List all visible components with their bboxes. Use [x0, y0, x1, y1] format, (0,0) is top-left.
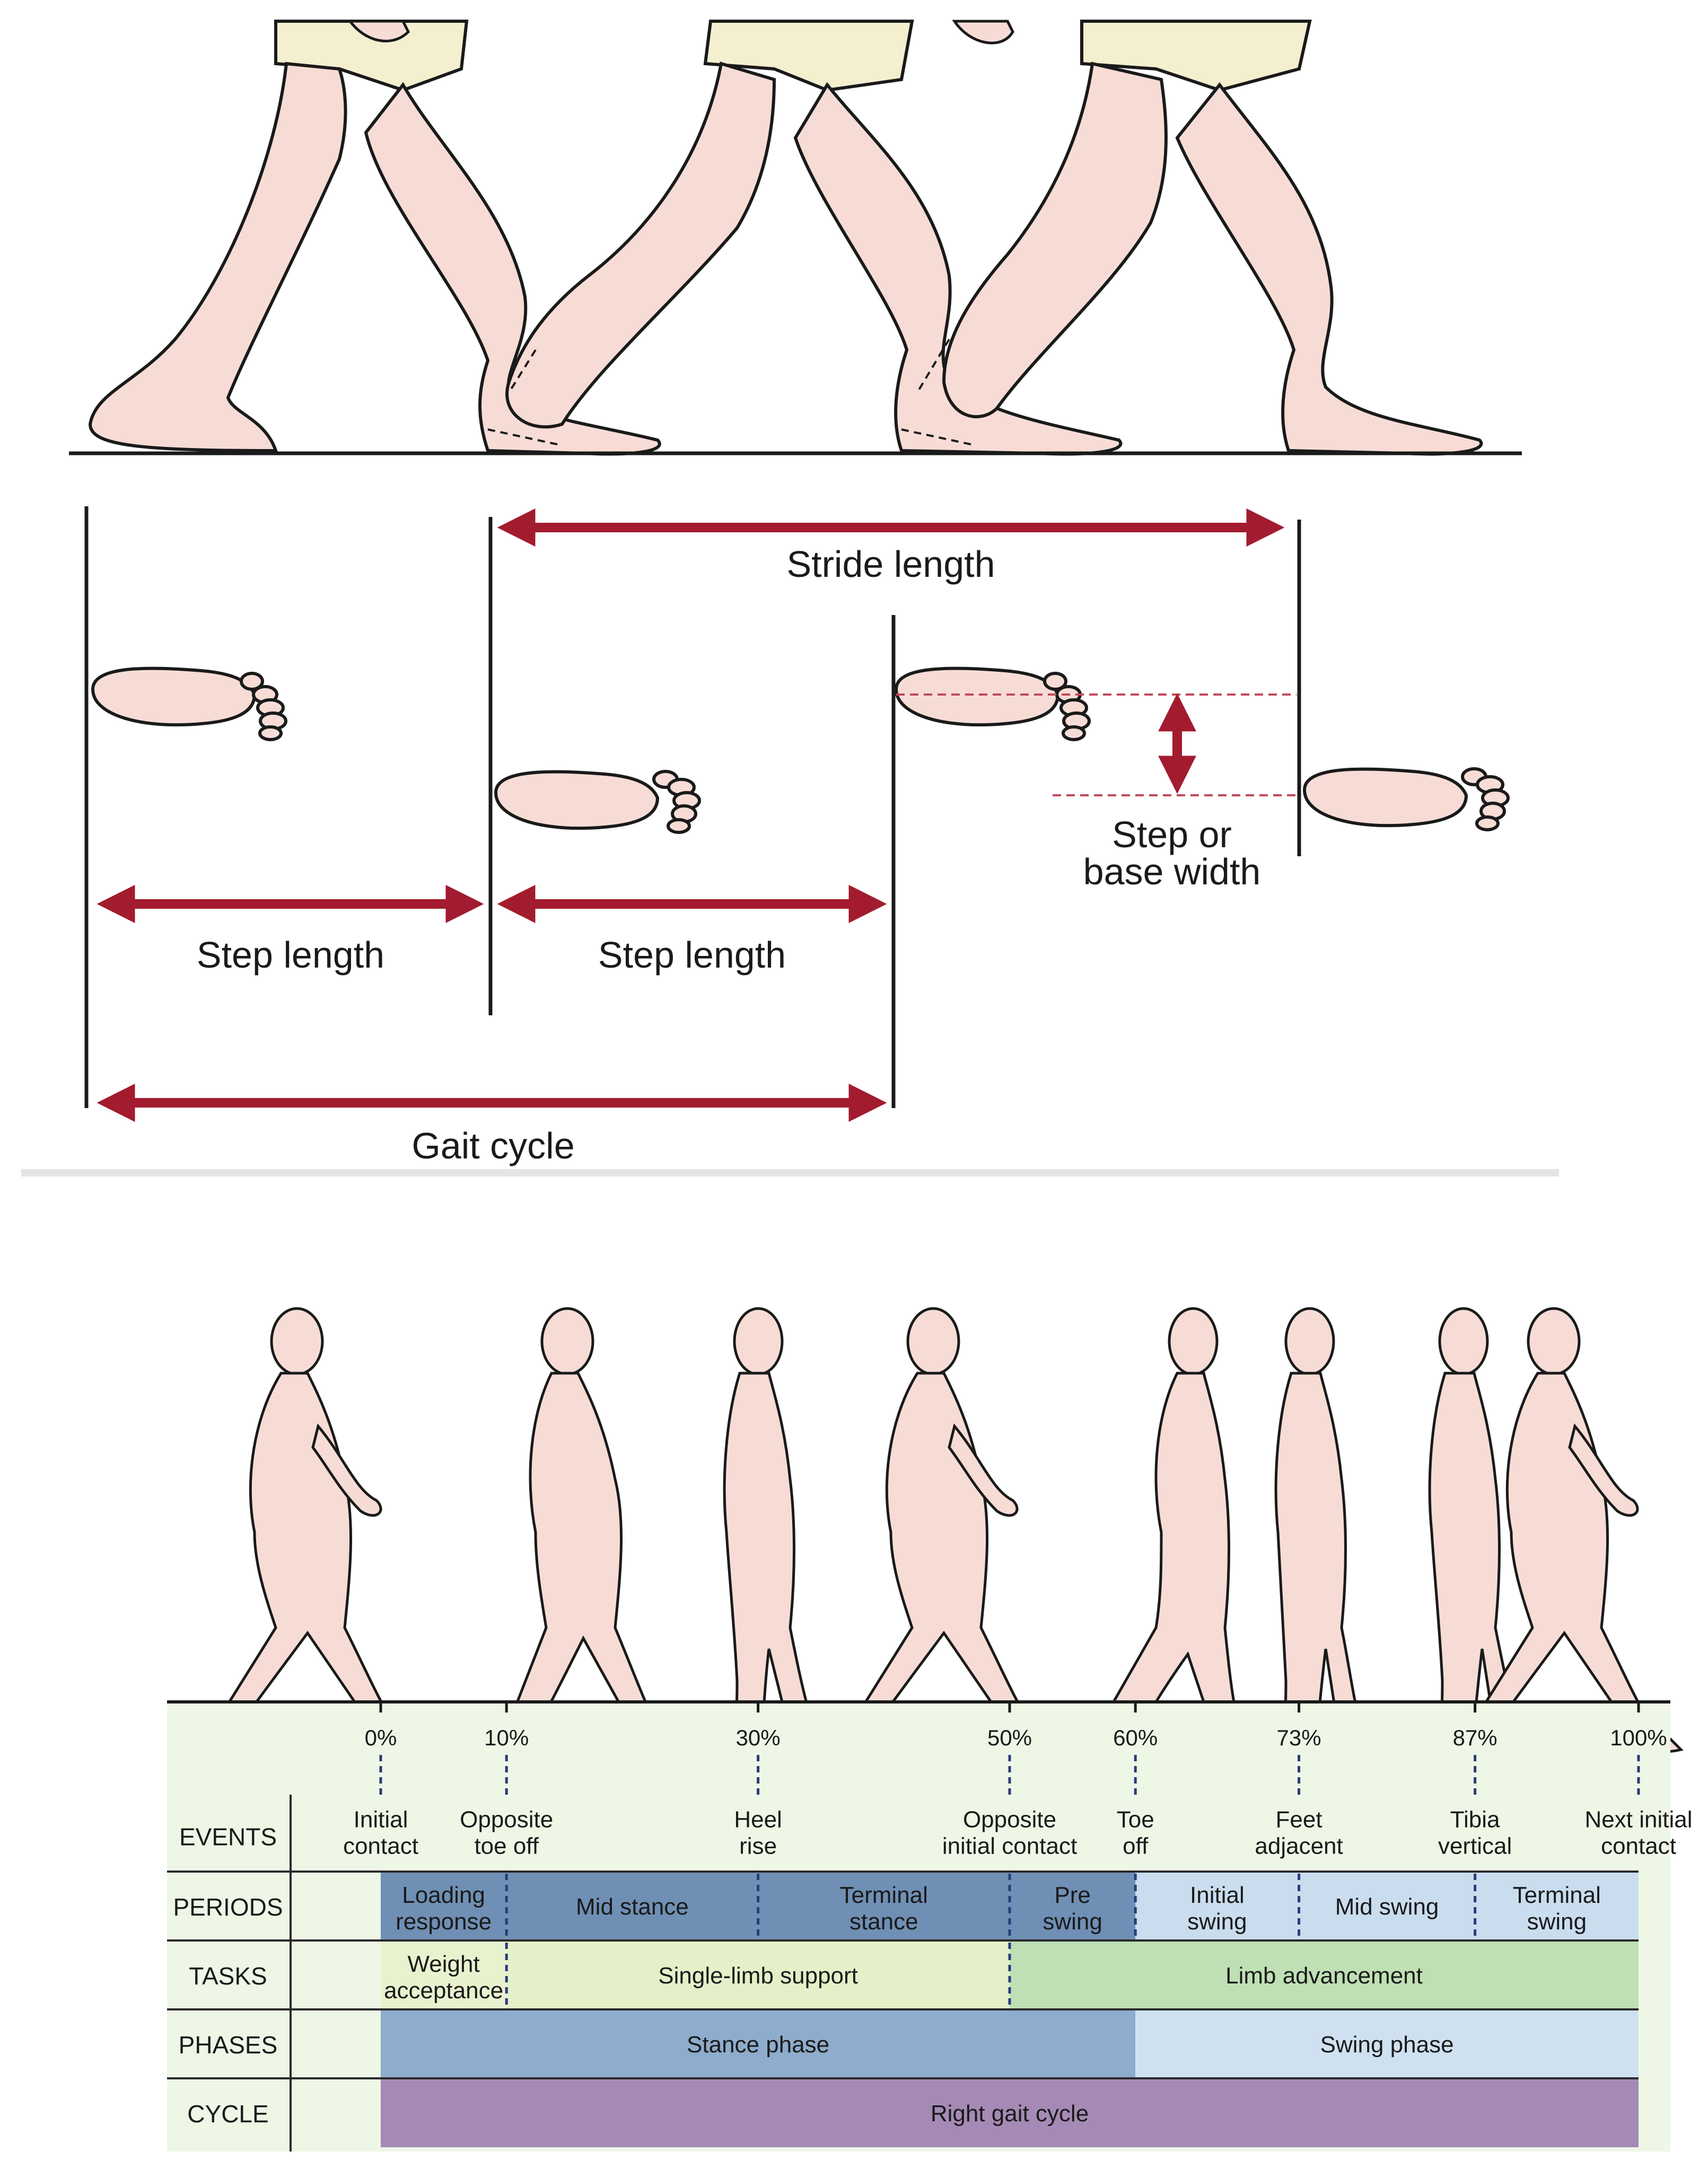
- task-label: Limb advancement: [1225, 1963, 1423, 1989]
- row-label-cycle: CYCLE: [187, 2100, 268, 2128]
- percent-label: 100%: [1610, 1725, 1667, 1750]
- period-label-line2: swing: [1527, 1909, 1587, 1935]
- swing-phase-cell: [1135, 2009, 1639, 2078]
- period-label-line2: swing: [1043, 1909, 1102, 1935]
- period-cell: [758, 1872, 1010, 1940]
- period-cell: [1475, 1872, 1639, 1940]
- event-label-line1: Opposite: [963, 1807, 1056, 1833]
- step-width-label-line2: base width: [1083, 851, 1261, 892]
- footprint-1: [91, 666, 287, 741]
- figure-toe-off: [1099, 1307, 1259, 1762]
- step-length-label-1: Step length: [197, 934, 384, 976]
- event-label-line1: Tibia: [1450, 1807, 1500, 1833]
- period-cell: [1010, 1872, 1136, 1940]
- period-label-line1: Loading: [402, 1882, 485, 1908]
- gait-cycle-row-label: Right gait cycle: [931, 2101, 1089, 2127]
- gait-cycle-cell: [381, 2078, 1639, 2147]
- period-label: Mid swing: [1335, 1894, 1439, 1920]
- panel-separator: [21, 1169, 1559, 1176]
- figure-next-initial-contact: [1450, 1307, 1684, 1757]
- dashed-guide-1: [487, 349, 563, 446]
- event-label-line2: rise: [739, 1833, 777, 1859]
- event-label-line2: vertical: [1438, 1833, 1512, 1859]
- event-label-line1: Next initial: [1585, 1807, 1693, 1833]
- leg-2-front: [793, 82, 1123, 456]
- row-label-periods: PERIODS: [173, 1893, 283, 1921]
- period-label-line2: swing: [1187, 1909, 1247, 1935]
- task-label-line2: acceptance: [384, 1978, 503, 2004]
- row-label-tasks: TASKS: [189, 1962, 267, 1990]
- figure-heel-rise: [723, 1307, 835, 1762]
- stance-phase-cell: [381, 2009, 1136, 2078]
- vertical-markers: [84, 506, 1301, 1108]
- walking-figures: [193, 1307, 1684, 1762]
- event-label-line2: contact: [343, 1833, 418, 1859]
- footprint-4: [1302, 767, 1510, 831]
- period-label-line1: Initial: [1190, 1882, 1245, 1908]
- task-label-line1: Weight: [408, 1951, 480, 1977]
- event-label-line1: Opposite: [460, 1807, 553, 1833]
- task-cell: [1010, 1940, 1639, 2009]
- period-cell: [1135, 1872, 1299, 1940]
- event-label-line1: Toe: [1117, 1807, 1154, 1833]
- row-label-phases: PHASES: [179, 2031, 278, 2059]
- event-label-line2: toe off: [474, 1833, 539, 1859]
- leg-1-front: [364, 82, 661, 456]
- period-label-line1: Pre: [1054, 1882, 1090, 1908]
- event-label-line2: initial contact: [942, 1833, 1077, 1859]
- stride-length-label: Stride length: [786, 543, 995, 585]
- percent-label: 60%: [1113, 1725, 1158, 1750]
- percent-label: 73%: [1277, 1725, 1321, 1750]
- period-label-line1: Terminal: [1513, 1882, 1601, 1908]
- event-label-line2: adjacent: [1255, 1833, 1343, 1859]
- percent-label: 0%: [365, 1725, 397, 1750]
- stance-phase-label: Stance phase: [687, 2032, 829, 2058]
- gait-phase-table: 0% 10% 30% 50% 60% 73% 87% 100% EVENTS PERIODS TAS…: [167, 1700, 1693, 2152]
- figure-initial-contact: [193, 1307, 427, 1757]
- figure-opposite-initial-contact: [829, 1307, 1063, 1757]
- leg-3-front: [1175, 82, 1483, 456]
- percent-label: 30%: [736, 1725, 781, 1750]
- period-cell: [1299, 1872, 1475, 1940]
- task-label: Single-limb support: [658, 1963, 858, 1989]
- gait-cycle-label: Gait cycle: [411, 1125, 574, 1166]
- event-label-line1: Feet: [1276, 1807, 1322, 1833]
- event-label-line2: contact: [1601, 1833, 1676, 1859]
- leg-1-back: [88, 62, 347, 453]
- percent-label: 10%: [484, 1725, 529, 1750]
- legs-illustration: [88, 20, 1483, 456]
- figure-tibia-vertical: [1428, 1307, 1540, 1762]
- period-cell: [381, 1872, 507, 1940]
- footprint-3: [894, 666, 1091, 741]
- period-label-line2: stance: [849, 1909, 918, 1935]
- footprint-2: [494, 770, 701, 834]
- event-label-line1: Heel: [734, 1807, 782, 1833]
- row-label-events: EVENTS: [179, 1823, 277, 1851]
- leg-3-back: [942, 62, 1168, 418]
- event-label-line2: off: [1123, 1833, 1149, 1859]
- period-label-line2: response: [396, 1909, 492, 1935]
- hand-2: [952, 20, 1014, 45]
- period-label: Mid stance: [576, 1894, 689, 1920]
- event-label-line1: Initial: [354, 1807, 408, 1833]
- dashed-guide-2: [901, 338, 976, 446]
- period-label-line1: Terminal: [840, 1882, 928, 1908]
- task-cell: [506, 1940, 1010, 2009]
- figure-feet-adjacent: [1274, 1307, 1381, 1762]
- percent-label: 87%: [1453, 1725, 1497, 1750]
- step-width-label-line1: Step or: [1112, 814, 1232, 855]
- leg-2-back: [505, 62, 776, 429]
- percent-label: 50%: [987, 1725, 1032, 1750]
- hand-1: [347, 20, 410, 42]
- footprints: [91, 666, 1510, 834]
- swing-phase-label: Swing phase: [1320, 2032, 1454, 2058]
- period-cell: [506, 1872, 758, 1940]
- step-length-label-2: Step length: [598, 934, 786, 976]
- task-cell: [381, 1940, 507, 2009]
- figure-opposite-toe-off: [493, 1307, 687, 1762]
